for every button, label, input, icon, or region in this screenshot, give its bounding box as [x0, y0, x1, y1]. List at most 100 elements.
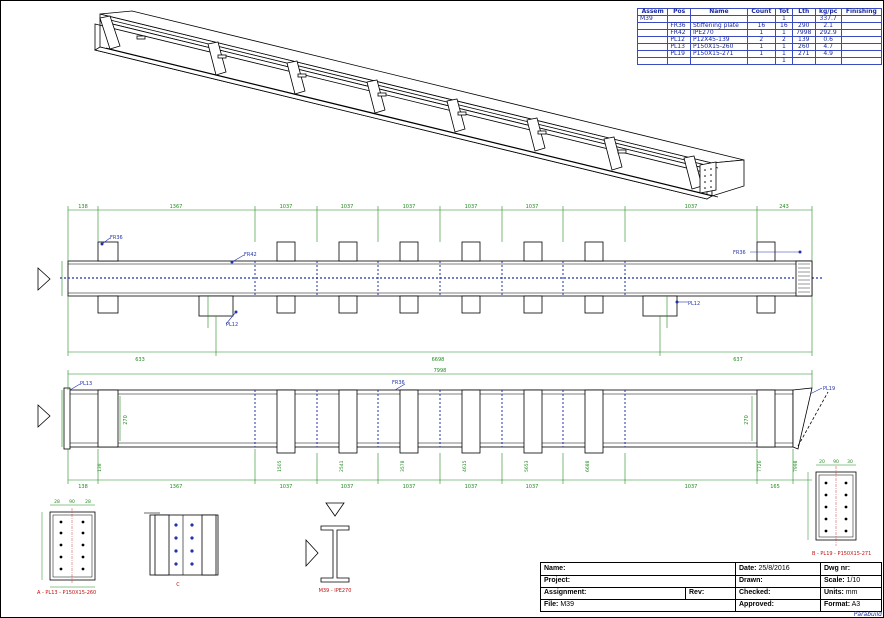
section-ipe270	[305, 502, 350, 583]
bom-cell	[840, 15, 883, 23]
front-dim-8: 1037	[685, 204, 698, 210]
front-part-fr36-right: FR36	[733, 250, 746, 256]
front-dim-6: 1037	[465, 204, 478, 210]
front-dim-2: 1367	[170, 204, 183, 210]
bom-cell	[636, 57, 669, 65]
bom-header-pos: Pos	[667, 8, 691, 16]
title-dwg-cell: Dwg nr:	[821, 563, 881, 575]
isometric-view	[93, 10, 745, 200]
title-checked-label: Checked:	[739, 589, 771, 596]
bom-cell	[840, 50, 883, 58]
top-dim-4: 1037	[341, 484, 354, 490]
top-dim-7: 1037	[526, 484, 539, 490]
title-drawn-cell: Drawn:	[736, 575, 821, 587]
bom-cell	[840, 57, 883, 65]
bom-cell: 271	[791, 50, 816, 58]
title-block: Name: Date: 25/8/2016 Dwg nr: Project: D…	[540, 562, 882, 612]
detail-a-dim-2: 90	[69, 499, 75, 505]
iso-end-plate-holes	[704, 168, 712, 189]
front-dim-7: 1037	[526, 204, 539, 210]
title-name-cell: Name:	[541, 563, 736, 575]
top-dim-6: 1037	[465, 484, 478, 490]
detail-a-holes	[59, 520, 85, 571]
title-rev-label: Rev:	[689, 589, 705, 596]
top-vdim-5: 4615	[462, 460, 468, 472]
front-dim-9: 243	[779, 204, 789, 210]
top-vdim-9: 7998	[793, 460, 799, 472]
detail-b-caption: B - PL19 - P150X15-271	[812, 551, 871, 557]
title-units-cell: Units: mm	[821, 587, 881, 599]
detail-captions: A - PL13 - P150X15-260 B - PL19 - P150X1…	[37, 551, 871, 596]
bom-cell: P150X15-271	[690, 50, 748, 58]
top-beam-outline	[67, 389, 794, 448]
front-dimension-lines	[61, 206, 813, 356]
top-vdim-4: 3578	[400, 460, 406, 472]
title-date-value: 25/8/2016	[758, 565, 790, 572]
bom-cell	[840, 29, 883, 37]
front-leader-lines	[101, 237, 800, 325]
top-leader-lines	[69, 383, 823, 395]
bom-cell	[840, 43, 883, 51]
top-vertical-dims: 138 1505 2541 3578 4615 5653 6688 7726 7…	[97, 460, 799, 472]
top-vdim-6: 5653	[524, 460, 530, 472]
title-scale-label: Scale:	[824, 577, 845, 584]
bom-cell	[636, 22, 669, 30]
section-caption: M39 - IPE270	[319, 588, 352, 594]
bom-header-row: Assem Pos Name Count Tot Lth kg/pc Finis…	[636, 8, 883, 16]
detail-dim-texts: 28 90 28 20 90 30	[54, 459, 853, 505]
title-checked-cell: Checked:	[736, 587, 821, 599]
top-dimension-lines	[61, 370, 813, 484]
title-row-1: Name: Date: 25/8/2016 Dwg nr:	[541, 563, 881, 576]
detail-c-caption: C	[176, 582, 180, 588]
title-assignment-label: Assignment:	[544, 589, 587, 596]
top-vdim-1: 138	[97, 463, 103, 472]
detail-b-dim-2: 90	[833, 459, 839, 465]
bom-cell: 4.9	[814, 50, 842, 58]
top-part-fr36: FR36	[392, 380, 405, 386]
bom-cell: 1	[774, 57, 793, 65]
bom-header-finishing: Finishing	[840, 8, 883, 16]
bom-cell	[636, 29, 669, 37]
title-project-cell: Project:	[541, 575, 736, 587]
iso-stiffeners	[99, 15, 703, 190]
top-vdim-7: 6688	[585, 460, 591, 472]
top-dim-texts: 7998 138 1367 1037 1037 1037 1037 1037 1…	[78, 368, 780, 490]
view-marker-a	[37, 267, 51, 291]
title-format-label: Format:	[824, 601, 851, 608]
bom-cell	[840, 22, 883, 30]
front-dim-3: 1037	[280, 204, 293, 210]
bom-cell: 1	[746, 50, 776, 58]
top-dim-8: 1037	[685, 484, 698, 490]
bom-cell	[636, 50, 669, 58]
title-units-value: mm	[845, 589, 858, 596]
detail-b-dim-3: 30	[847, 459, 853, 465]
title-approved-label: Approved:	[739, 601, 774, 608]
front-part-labels: FR36 FR42 PL12 FR36 PL12	[110, 235, 746, 328]
detail-b-holes	[824, 481, 848, 533]
front-view	[37, 206, 822, 356]
top-dim-1: 138	[78, 484, 88, 490]
title-date-label: Date:	[739, 565, 757, 572]
bom-header-name: Name	[690, 8, 748, 16]
front-part-fr36-left: FR36	[110, 235, 123, 241]
detail-b	[807, 464, 857, 546]
top-vdim-2: 1505	[277, 460, 283, 472]
title-units-label: Units:	[824, 589, 844, 596]
detail-a	[41, 504, 96, 588]
title-name-label: Name:	[544, 565, 566, 572]
top-vdim-8: 7726	[757, 460, 763, 472]
bom-cell	[667, 57, 691, 65]
title-scale-value: 1/10	[846, 577, 861, 584]
title-dwg-label: Dwg nr:	[824, 565, 851, 572]
bom-header-count: Count	[746, 8, 776, 16]
front-hidden-stiffeners	[254, 261, 626, 296]
title-row-4: File: M39 Approved: Format: A3	[541, 599, 881, 611]
title-scale-cell: Scale: 1/10	[821, 575, 881, 587]
front-part-fr42: FR42	[244, 252, 257, 258]
detail-b-dim-1: 20	[819, 459, 825, 465]
bom-cell	[791, 57, 816, 65]
